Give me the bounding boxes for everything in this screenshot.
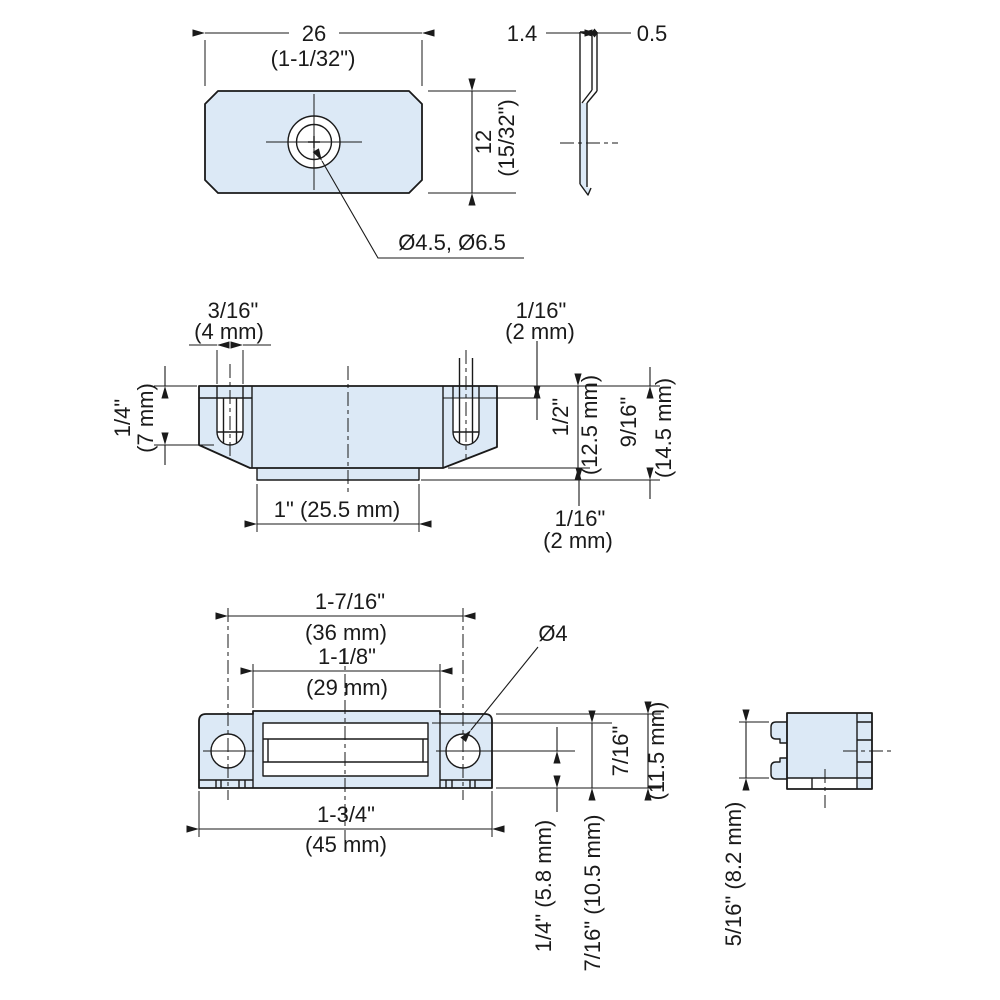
dim-plate-total-thickness: 1.4 <box>507 21 538 46</box>
dim-total-depth-mm: (14.5 mm) <box>651 378 676 478</box>
dim-top-step-in: 1/16" <box>516 298 567 323</box>
dim-plate-height-mm: 12 <box>471 130 496 154</box>
dim-height-mm: (11.5 mm) <box>644 702 669 801</box>
dim-magnet-width-in: 1-1/8" <box>318 644 376 669</box>
dim-total-depth-in: 9/16" <box>616 397 641 448</box>
dim-height-in: 7/16" <box>608 726 633 777</box>
dim-hole-spacing-in: 1-7/16" <box>315 589 385 614</box>
view-strike-plate-side: 1.4 0.5 <box>507 21 668 196</box>
dim-total-width-mm: (45 mm) <box>305 832 387 857</box>
dim-bottom-step-mm: (2 mm) <box>543 528 613 553</box>
dim-plate-width-mm: 26 <box>302 21 326 46</box>
label-plate-hole-diameters: Ø4.5, Ø6.5 <box>398 230 506 255</box>
view-catch-front: 1-7/16" (36 mm) 1-1/8" (29 mm) Ø4 1-3/4"… <box>186 589 669 972</box>
dim-total-width-in: 1-3/4" <box>317 802 375 827</box>
dim-magnet-width-mm: (29 mm) <box>306 675 388 700</box>
dim-plate-thickness: 0.5 <box>637 21 668 46</box>
dim-body-depth-in: 1/2" <box>548 398 573 436</box>
dim-depth: 5/16" (8.2 mm) <box>721 802 746 947</box>
label-hole-diameter: Ø4 <box>538 621 567 646</box>
dim-slot-width-in: 3/16" <box>208 298 259 323</box>
dim-face-height: 7/16" (10.5 mm) <box>580 815 605 972</box>
dim-slot-width-mm: (4 mm) <box>194 319 264 344</box>
dim-plate-width-in: (1-1/32") <box>271 46 356 71</box>
dim-hole-spacing-mm: (36 mm) <box>305 620 387 645</box>
view-catch-side: 5/16" (8.2 mm) <box>721 709 893 947</box>
view-strike-plate-front: 26 (1-1/32") 12 (15/32") Ø4.5, Ø6.5 <box>192 21 524 259</box>
dim-slot-depth-in: 1/4" <box>110 399 135 437</box>
view-catch-top: 3/16" (4 mm) 1/16" (2 mm) 1/4" (7 mm) 1/… <box>110 298 676 553</box>
dim-top-step-mm: (2 mm) <box>505 319 575 344</box>
dim-body-depth-mm: (12.5 mm) <box>577 375 602 475</box>
dim-hole-center-height: 1/4" (5.8 mm) <box>531 820 556 953</box>
dim-plate-height-in: (15/32") <box>494 99 519 177</box>
dim-slot-depth-mm: (7 mm) <box>133 383 158 453</box>
dim-bottom-step-in: 1/16" <box>555 506 606 531</box>
dim-magnet-face-width: 1" (25.5 mm) <box>274 497 400 522</box>
